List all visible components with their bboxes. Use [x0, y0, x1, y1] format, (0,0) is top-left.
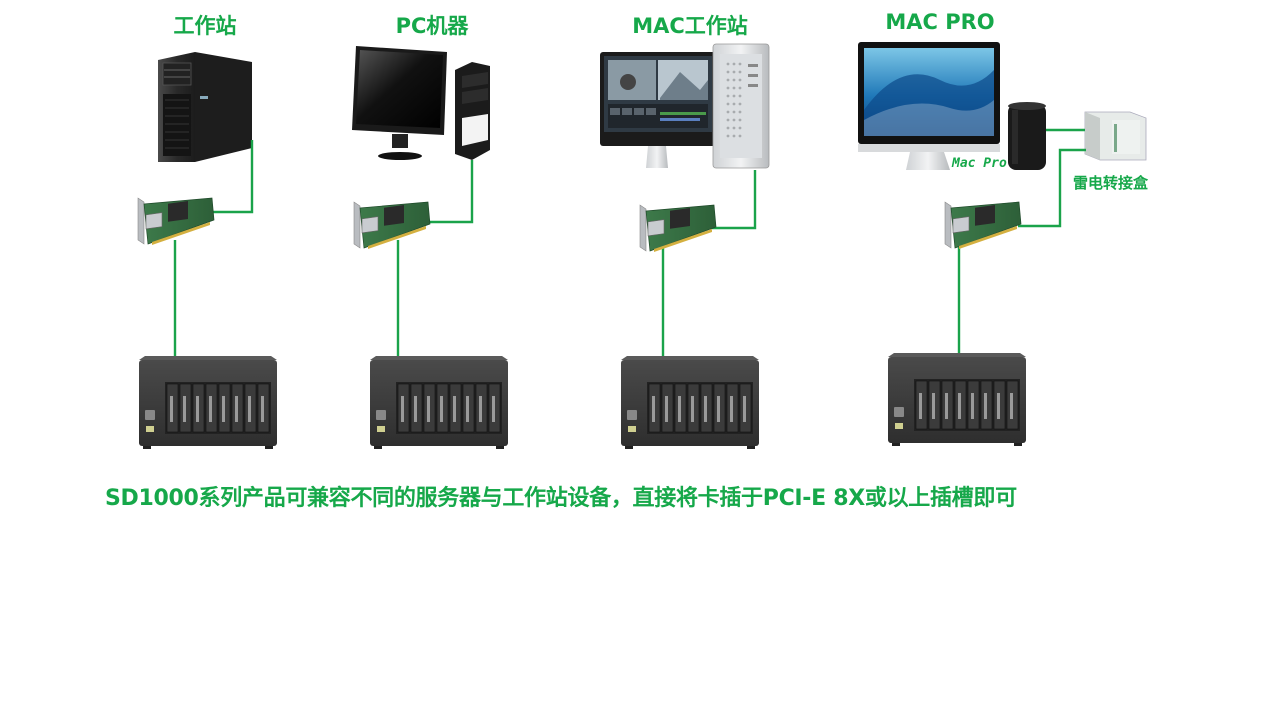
storage-enclosure-icon-1 [138, 355, 278, 450]
imac-display-icon [858, 42, 1000, 170]
column-title-mac-pro: MAC PRO [885, 10, 995, 34]
storage-enclosure-icon-2 [369, 355, 509, 450]
workstation-tower-icon [158, 52, 252, 162]
compatibility-caption: SD1000系列产品可兼容不同的服务器与工作站设备，直接将卡插于PCI-E 8X… [105, 486, 1017, 511]
hba-card-icon-4 [944, 201, 1022, 250]
storage-enclosure-icon-4 [887, 352, 1027, 447]
mac-pro-tower-silver-icon [712, 43, 770, 169]
column-title-mac-workstation: MAC工作站 [632, 14, 748, 38]
thunderbolt-box-label: 雷电转接盒 [1073, 174, 1149, 192]
mac-pro-cylinder-icon [1008, 102, 1046, 170]
mac-pro-tag: Mac Pro [952, 156, 1007, 171]
hba-card-icon-2 [353, 201, 431, 250]
mac-display-icon [600, 52, 716, 168]
hba-card-icon-3 [639, 204, 717, 253]
hba-card-icon-1 [137, 197, 215, 246]
column-title-pc: PC机器 [395, 14, 469, 38]
thunderbolt-box-icon [1084, 111, 1147, 161]
connection-lines [173, 128, 1086, 362]
column-title-workstation: 工作站 [173, 14, 237, 38]
storage-enclosure-icon-3 [620, 355, 760, 450]
pc-tower-icon [455, 62, 490, 160]
pc-monitor-icon [352, 46, 447, 160]
